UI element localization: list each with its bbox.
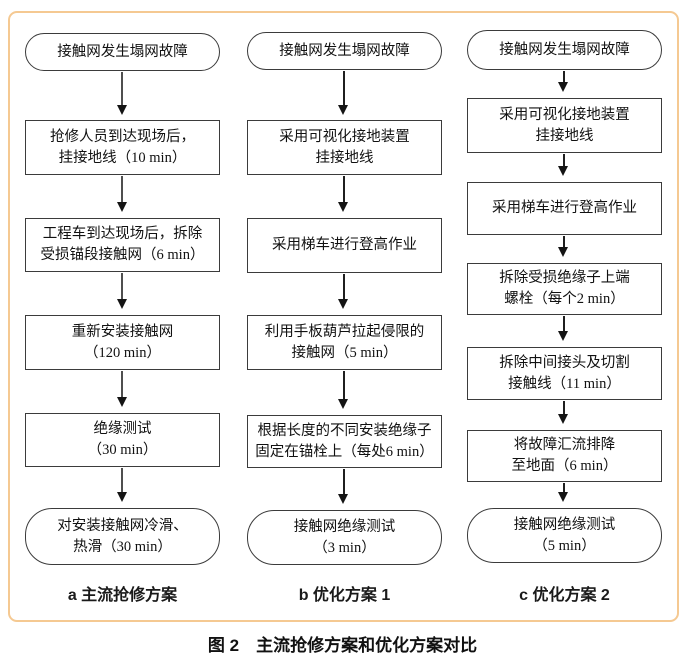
flow-arrow-c5 (559, 401, 567, 424)
flow-arrow-c6 (559, 483, 567, 502)
flow-arrow-c1 (559, 71, 567, 92)
flow-arrow-a1 (116, 72, 127, 115)
process-step-c1: 采用可视化接地装置 挂接地线 (467, 98, 662, 153)
process-step-a4: 绝缘测试 （30 min） (25, 413, 220, 467)
flow-arrow-a3 (116, 273, 127, 309)
flow-arrow-b5 (339, 469, 347, 504)
process-step-a2: 工程车到达现场后，拆除 受损锚段接触网（6 min） (25, 218, 220, 272)
end-terminal-b: 接触网绝缘测试 （3 min） (247, 510, 442, 565)
process-step-c4: 拆除中间接头及切割 接触线（11 min） (467, 347, 662, 400)
start-terminal-b: 接触网发生塌网故障 (247, 32, 442, 70)
flow-arrow-b2 (339, 176, 347, 212)
process-step-b2: 采用梯车进行登高作业 (247, 218, 442, 273)
flow-arrow-a4 (116, 371, 127, 407)
flow-arrow-b3 (339, 274, 347, 309)
process-step-c3: 拆除受损绝缘子上端 螺栓（每个2 min） (467, 263, 662, 315)
flow-arrow-a5 (116, 468, 127, 502)
process-step-a1: 抢修人员到达现场后， 挂接地线（10 min） (25, 120, 220, 175)
start-terminal-a: 接触网发生塌网故障 (25, 33, 220, 71)
process-step-c5: 将故障汇流排降 至地面（6 min） (467, 430, 662, 482)
column-caption-c: c 优化方案 2 (519, 587, 610, 604)
flow-arrow-a2 (116, 176, 127, 212)
end-terminal-a: 对安装接触网冷滑、 热滑（30 min） (25, 508, 220, 565)
end-terminal-c: 接触网绝缘测试 （5 min） (467, 508, 662, 563)
process-step-a3: 重新安装接触网 （120 min） (25, 315, 220, 370)
process-step-c2: 采用梯车进行登高作业 (467, 182, 662, 235)
flow-arrow-c2 (559, 154, 567, 176)
start-terminal-c: 接触网发生塌网故障 (467, 30, 662, 70)
process-step-b1: 采用可视化接地装置 挂接地线 (247, 120, 442, 175)
figure-caption: 图 2 主流抢修方案和优化方案对比 (207, 636, 478, 655)
column-caption-b: b 优化方案 1 (298, 587, 391, 604)
flow-arrow-c3 (559, 236, 567, 257)
process-step-b3: 利用手板葫芦拉起侵限的 接触网（5 min） (247, 315, 442, 370)
process-step-b4: 根据长度的不同安装绝缘子 固定在锚栓上（每处6 min） (247, 415, 442, 468)
flow-arrow-b4 (339, 371, 347, 409)
flow-arrow-b1 (339, 71, 347, 115)
flow-arrow-c4 (559, 316, 567, 341)
column-caption-a: a 主流抢修方案 (67, 587, 178, 604)
